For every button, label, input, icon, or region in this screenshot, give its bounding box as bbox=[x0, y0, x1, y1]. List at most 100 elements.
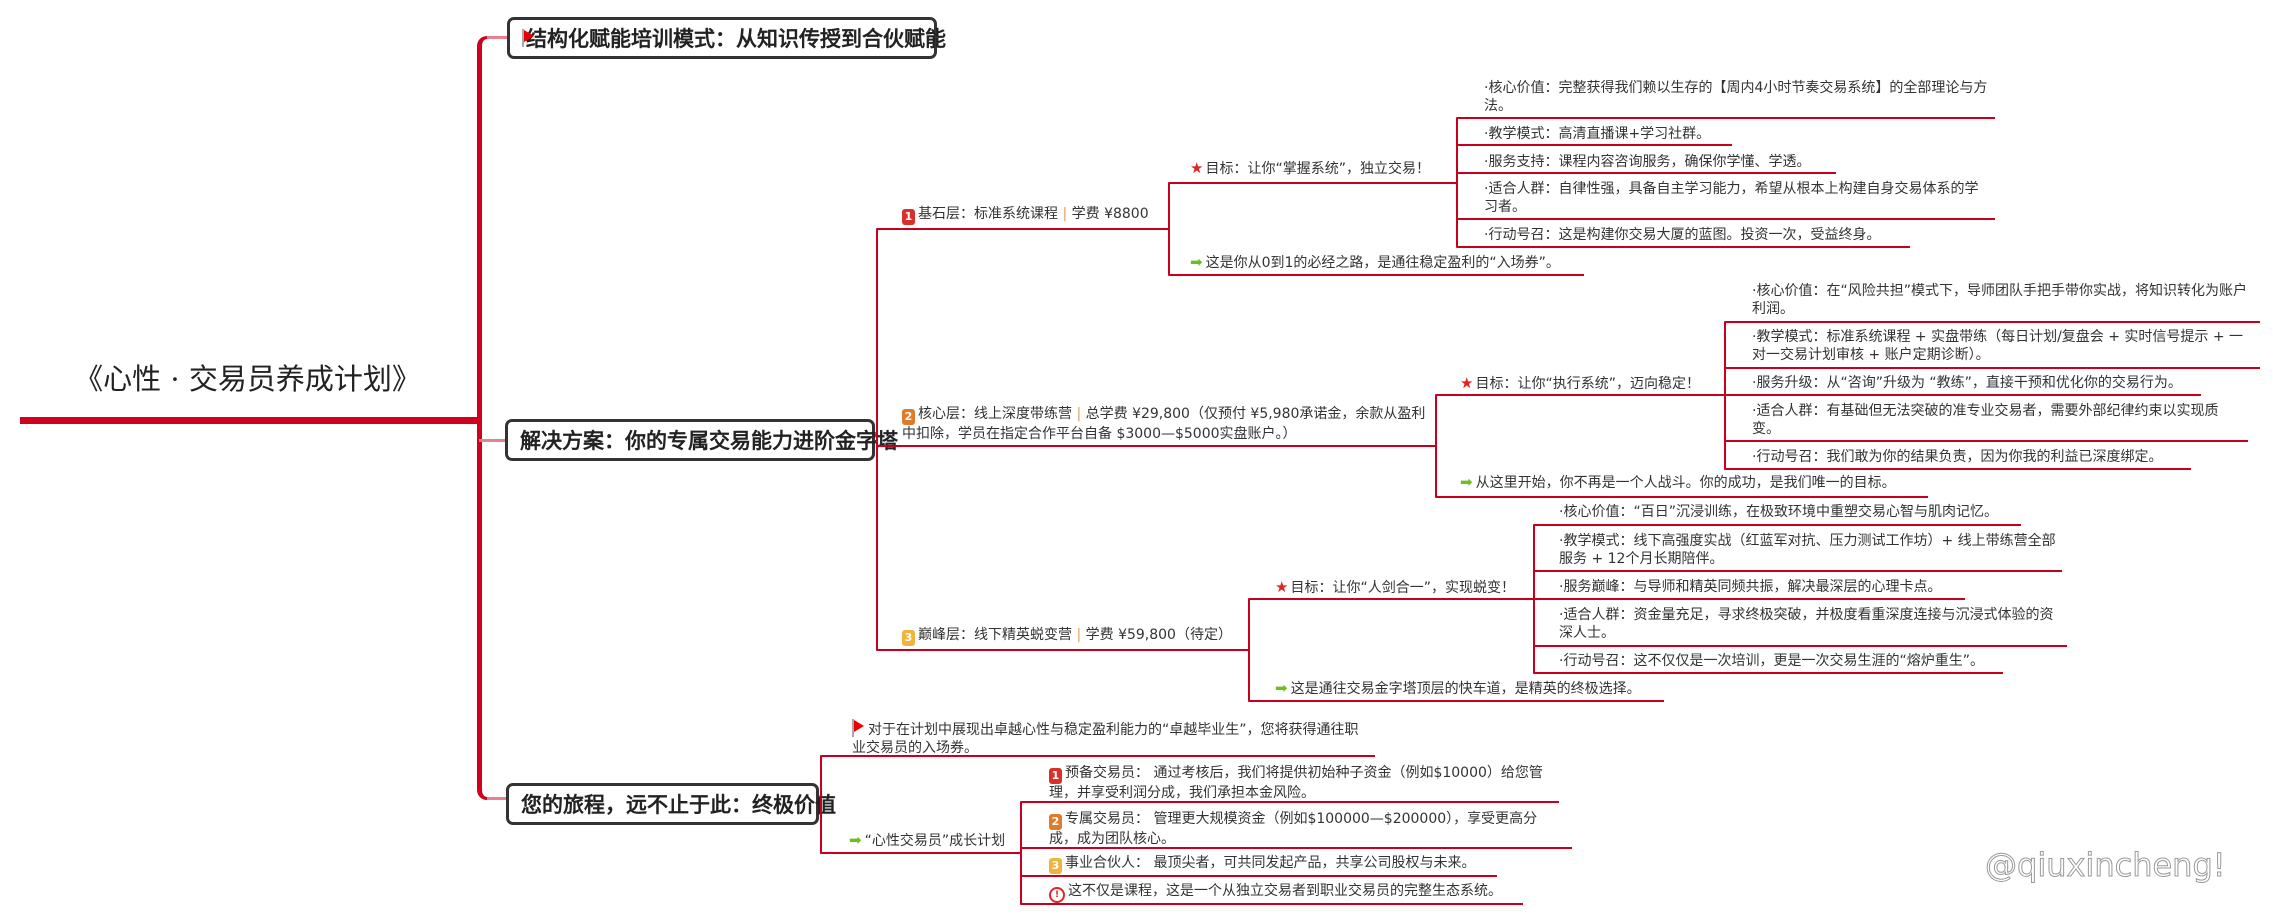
goal-node[interactable]: ★目标：让你“人剑合一”，实现蜕变！ bbox=[1275, 578, 1515, 597]
separator: | bbox=[1062, 206, 1068, 222]
connector bbox=[876, 228, 878, 651]
priority-2-icon: 2 bbox=[1049, 814, 1062, 830]
connector bbox=[1534, 524, 2021, 526]
priority-2-icon: 2 bbox=[902, 409, 915, 425]
arrow-right-icon: ➡ bbox=[1460, 473, 1473, 491]
topic-label: 您的旅程，远不止于此：终极价值 bbox=[521, 793, 836, 817]
connector bbox=[1249, 700, 1664, 702]
connector bbox=[1457, 144, 1732, 146]
connector bbox=[1436, 394, 1725, 396]
item-label: 事业合伙人： 最顶尖者，可共同发起产品，共享公司股权与未来。 bbox=[1065, 855, 1476, 871]
connector bbox=[1725, 440, 2248, 442]
connector bbox=[1021, 903, 1523, 905]
connector bbox=[1169, 182, 1457, 184]
item-label: 这不仅是课程，这是一个从独立交易者到职业交易员的完整生态系统。 bbox=[1068, 883, 1502, 899]
connector bbox=[1169, 274, 1584, 276]
topic-label: 解决方案：你的专属交易能力进阶金字塔 bbox=[520, 429, 898, 453]
summary-label: 这是通往交易金字塔顶层的快车道，是精英的终极选择。 bbox=[1290, 681, 1641, 697]
star-icon: ★ bbox=[1275, 578, 1289, 596]
goal-label: 目标：让你“掌握系统”，独立交易！ bbox=[1205, 161, 1430, 177]
alert-icon: ! bbox=[1049, 887, 1065, 903]
item-label: 专属交易员： 管理更大规模资金（例如$100000—$200000），享受更高分… bbox=[1049, 811, 1538, 847]
connector bbox=[1725, 367, 2260, 369]
list-item[interactable]: ·核心价值：“百日”沉浸训练，在极致环境中重塑交易心智与肌肉记忆。 bbox=[1559, 504, 1998, 520]
summary-node[interactable]: ➡这是通往交易金字塔顶层的快车道，是精英的终极选择。 bbox=[1275, 679, 1641, 698]
connector bbox=[487, 36, 507, 39]
arrow-right-icon: ➡ bbox=[849, 831, 862, 849]
connector bbox=[1725, 468, 2191, 470]
list-item[interactable]: ·适合人群：资金量充足，寻求终极突破，并极度看重深度连接与沉浸式体验的资深人士。 bbox=[1559, 607, 2054, 641]
goal-label: 目标：让你“执行系统”，迈向稳定！ bbox=[1475, 376, 1700, 392]
list-item[interactable]: ·服务升级：从“咨询”升级为 “教练”，直接干预和优化你的交易行为。 bbox=[1752, 375, 2182, 391]
arrow-right-icon: ➡ bbox=[1190, 253, 1203, 271]
graduate-note[interactable]: 对于在计划中展现出卓越心性与稳定盈利能力的“卓越毕业生”，您将获得通往职业交易员… bbox=[852, 719, 1372, 757]
connector bbox=[1534, 645, 2067, 647]
list-item[interactable]: ·行动号召：我们敢为你的结果负责，因为你我的利益已深度绑定。 bbox=[1752, 449, 2163, 465]
list-item[interactable]: ·教学模式：线下高强度实战（红蓝军对抗、压力测试工作坊）+ 线上带练营全部服务 … bbox=[1559, 533, 2056, 567]
goal-node[interactable]: ★目标：让你“掌握系统”，独立交易！ bbox=[1190, 159, 1430, 178]
summary-node[interactable]: ➡这是你从0到1的必经之路，是通往稳定盈利的“入场券”。 bbox=[1190, 253, 1560, 272]
separator: | bbox=[1076, 406, 1082, 422]
connector bbox=[1534, 672, 2003, 674]
topic-solution-pyramid[interactable]: 解决方案：你的专属交易能力进阶金字塔 bbox=[505, 419, 898, 461]
list-item[interactable]: ·核心价值：完整获得我们赖以生存的【周内4小时节奏交易系统】的全部理论与方法。 bbox=[1484, 80, 1988, 114]
connector bbox=[877, 445, 1436, 447]
arrow-right-icon: ➡ bbox=[1275, 679, 1288, 697]
priority-1-icon: 1 bbox=[902, 209, 915, 225]
growth-plan-node[interactable]: ➡“心性交易员”成长计划 bbox=[849, 831, 1005, 850]
connector bbox=[1021, 847, 1572, 849]
connector bbox=[1456, 117, 1458, 248]
topic-training-model[interactable]: 结构化赋能培训模式：从知识传授到合伙赋能 bbox=[507, 17, 946, 59]
level-fee: 学费 ¥8800 bbox=[1071, 206, 1149, 222]
connector bbox=[1534, 598, 1965, 600]
list-item[interactable]: ·核心价值：在“风险共担”模式下，导师团队手把手带你实战，将知识转化为账户利润。 bbox=[1752, 283, 2247, 317]
connector bbox=[1020, 801, 1022, 905]
priority-1-icon: 1 bbox=[1049, 768, 1062, 784]
goal-label: 目标：让你“人剑合一”，实现蜕变！ bbox=[1290, 580, 1515, 596]
watermark: @qiuxincheng! bbox=[1985, 846, 2227, 885]
connector bbox=[1248, 598, 1250, 702]
list-item[interactable]: ·行动号召：这是构建你交易大厦的蓝图。投资一次，受益终身。 bbox=[1484, 227, 1881, 243]
connector bbox=[1457, 172, 1836, 174]
list-item[interactable]: !这不仅是课程，这是一个从独立交易者到职业交易员的完整生态系统。 bbox=[1049, 882, 1502, 903]
root-topic[interactable]: 《心性 · 交易员养成计划》 bbox=[74, 362, 421, 396]
list-item[interactable]: ·服务支持：课程内容咨询服务，确保你学懂、学透。 bbox=[1484, 154, 1811, 170]
level-name: 基石层：标准系统课程 bbox=[918, 206, 1058, 222]
topic-journey-value[interactable]: 您的旅程，远不止于此：终极价值 bbox=[506, 783, 836, 825]
connector bbox=[877, 228, 1169, 230]
level-name: 核心层：线上深度带练营 bbox=[918, 406, 1072, 422]
level-name: 巅峰层：线下精英蜕变营 bbox=[918, 627, 1072, 643]
list-item[interactable]: ·服务巅峰：与导师和精英同频共振，解决最深层的心理卡点。 bbox=[1559, 579, 1942, 595]
list-item[interactable]: ·教学模式：高清直播课+学习社群。 bbox=[1484, 126, 1711, 142]
connector bbox=[487, 797, 507, 800]
list-item[interactable]: ·适合人群：自律性强，具备自主学习能力，希望从根本上构建自身交易体系的学习者。 bbox=[1484, 181, 1979, 215]
summary-node[interactable]: ➡从这里开始，你不再是一个人战斗。你的成功，是我们唯一的目标。 bbox=[1460, 473, 1896, 492]
connector bbox=[1725, 321, 2260, 323]
plan-label: “心性交易员”成长计划 bbox=[864, 833, 1006, 849]
main-trunk-connector bbox=[477, 36, 489, 800]
connector bbox=[1457, 218, 1995, 220]
priority-3-icon: 3 bbox=[902, 630, 915, 646]
connector bbox=[821, 852, 1021, 854]
level-fee: 总学费 ¥29,800（仅预付 ¥5,980承诺金，余款从盈利中扣除，学员在指定… bbox=[902, 406, 1426, 442]
star-icon: ★ bbox=[1460, 374, 1474, 392]
connector bbox=[820, 755, 822, 854]
note-label: 对于在计划中展现出卓越心性与稳定盈利能力的“卓越毕业生”，您将获得通往职业交易员… bbox=[852, 722, 1359, 756]
connector bbox=[1168, 182, 1170, 276]
connector bbox=[1021, 875, 1497, 877]
star-icon: ★ bbox=[1190, 159, 1204, 177]
topic-label: 结构化赋能培训模式：从知识传授到合伙赋能 bbox=[526, 27, 946, 51]
root-underline bbox=[20, 417, 479, 424]
list-item[interactable]: ·行动号召：这不仅仅是一次培训，更是一次交易生涯的“熔炉重生”。 bbox=[1559, 653, 1984, 669]
connector bbox=[821, 755, 1375, 757]
list-item[interactable]: ·教学模式：标准系统课程 + 实盘带练（每日计划/复盘会 + 实时信号提示 + … bbox=[1752, 329, 2244, 363]
goal-node[interactable]: ★目标：让你“执行系统”，迈向稳定！ bbox=[1460, 374, 1700, 393]
priority-3-icon: 3 bbox=[1049, 858, 1062, 874]
list-item[interactable]: ·适合人群：有基础但无法突破的准专业交易者，需要外部纪律约束以实现质变。 bbox=[1752, 403, 2219, 437]
